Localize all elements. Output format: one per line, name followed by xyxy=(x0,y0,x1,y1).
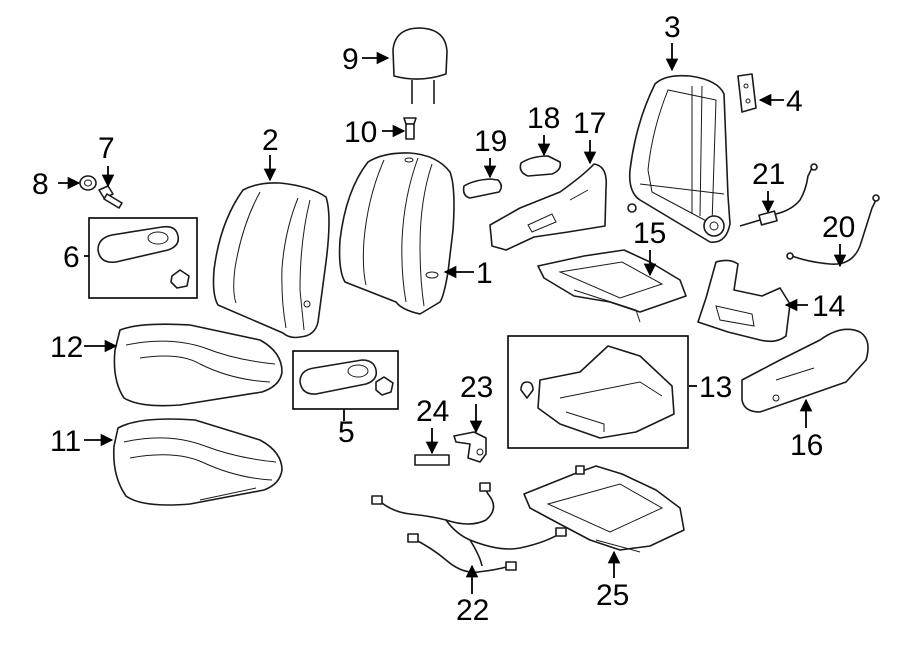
part-23-bracket xyxy=(453,431,487,463)
part-7-bolt xyxy=(98,185,123,209)
callout-4: 4 xyxy=(786,85,803,118)
part-5-box xyxy=(292,350,399,410)
part-6-armrest xyxy=(97,225,190,289)
part-16-side-cover xyxy=(741,328,869,413)
callout-24: 24 xyxy=(416,395,449,428)
callout-25: 25 xyxy=(596,579,629,612)
part-10-guide xyxy=(403,117,417,140)
callout-numbers: 9 10 2 1 7 8 6 5 19 18 17 3 4 21 20 15 1… xyxy=(32,11,855,627)
callout-22: 22 xyxy=(456,594,489,627)
callout-17: 17 xyxy=(573,107,606,140)
part-19-cover xyxy=(462,178,503,199)
leader-lines xyxy=(58,43,847,594)
part-1-seatback xyxy=(338,152,455,315)
part-5-armrest xyxy=(299,359,394,396)
part-24-bracket xyxy=(414,454,450,466)
callout-18: 18 xyxy=(527,102,560,135)
callout-5: 5 xyxy=(338,416,355,449)
callout-21: 21 xyxy=(752,158,785,191)
callout-1: 1 xyxy=(476,257,493,290)
callout-9: 9 xyxy=(342,43,359,76)
part-4-bracket xyxy=(737,73,757,113)
part-13-adjuster xyxy=(520,345,675,439)
callout-7: 7 xyxy=(98,132,115,165)
callout-16: 16 xyxy=(790,429,823,462)
part-8-nut xyxy=(79,175,97,191)
part-17-shield xyxy=(489,163,608,251)
part-9-headrest xyxy=(392,27,448,104)
callout-2: 2 xyxy=(262,124,279,157)
callout-11: 11 xyxy=(50,425,81,458)
part-11-cushion xyxy=(112,418,283,506)
callout-15: 15 xyxy=(633,217,666,250)
callout-10: 10 xyxy=(344,116,377,149)
callout-12: 12 xyxy=(50,331,83,364)
callout-14: 14 xyxy=(812,290,845,323)
part-12-cushion-cover xyxy=(113,323,283,407)
part-13-box xyxy=(507,335,689,449)
part-2-seatback-cover xyxy=(212,182,330,339)
part-20-cable xyxy=(786,194,880,265)
callout-6: 6 xyxy=(63,241,80,274)
part-21-cable xyxy=(739,163,818,227)
callout-23: 23 xyxy=(460,371,493,404)
part-6-box xyxy=(88,217,198,299)
part-25-track xyxy=(523,465,685,553)
callout-3: 3 xyxy=(664,11,681,44)
part-15-cushion-frame xyxy=(537,249,687,323)
callout-19: 19 xyxy=(474,125,507,158)
part-22-harness xyxy=(371,482,567,574)
callout-8: 8 xyxy=(32,168,49,201)
part-14-side-cover xyxy=(697,259,791,343)
part-3-frame xyxy=(627,74,731,243)
callout-20: 20 xyxy=(822,211,855,244)
part-18-knob xyxy=(519,155,562,177)
callout-13: 13 xyxy=(699,371,732,404)
